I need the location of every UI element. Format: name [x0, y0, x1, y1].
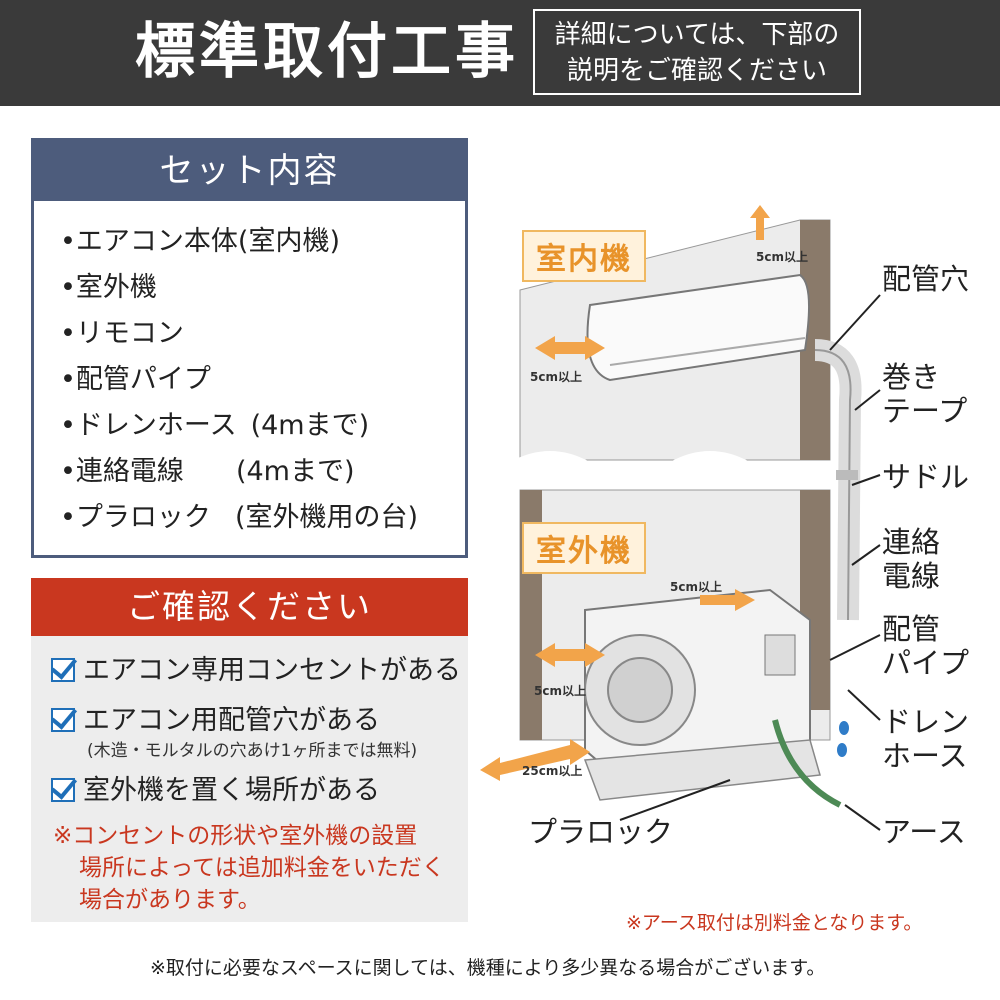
label-part: テープ [882, 394, 968, 428]
list-item-extra: (室外機用の台) [234, 502, 419, 533]
check-label: エアコン用配管穴がある [83, 705, 380, 736]
dim-outdoor-top-clearance: 5cm以上 [670, 580, 722, 594]
installation-diagram: 室内機 室外機 5cm以上 5cm以上 5cm以上 5cm以上 25cm以上 配… [470, 200, 1000, 900]
indoor-unit-badge: 室内機 [522, 230, 646, 282]
label-earth: アース [882, 815, 966, 849]
checkbox-checked-icon [50, 772, 78, 802]
check-label: エアコン専用コンセントがある [83, 655, 461, 686]
set-contents-panel: セット内容 •エアコン本体(室内機) •室外機 •リモコン •配管パイプ •ドレ… [31, 138, 468, 558]
label-part: ドレン [882, 705, 970, 739]
list-item: •連絡電線 (4mまで) [60, 449, 465, 495]
check-item-outdoor-place: 室外機を置く場所がある [50, 772, 380, 808]
header-note-line2: 説明をご確認ください [566, 56, 827, 86]
list-item-label: •プラロック [60, 502, 211, 533]
list-item-label: •エアコン本体(室内機) [60, 226, 340, 257]
confirm-panel: ご確認ください エアコン専用コンセントがある エアコン用配管穴がある (木造・モ… [31, 578, 468, 922]
label-pipe: 配管 パイプ [882, 612, 969, 680]
confirm-warning: ※コンセントの形状や室外機の設置 場所によっては追加料金をいただく 場合がありま… [53, 820, 463, 916]
dim-front-clearance: 25cm以上 [522, 764, 583, 778]
dim-top-clearance: 5cm以上 [756, 250, 808, 264]
list-item-label: •室外機 [60, 272, 157, 303]
checkbox-checked-icon [50, 702, 78, 732]
warning-line2: 場所によっては追加料金をいただく [79, 855, 445, 881]
label-part: パイプ [882, 646, 970, 680]
space-note: ※取付に必要なスペースに関しては、機種により多少異なる場合がございます。 [150, 957, 826, 979]
label-plarock: プラロック [528, 815, 674, 849]
label-part: 配管 [882, 612, 941, 646]
label-part: 巻き [882, 360, 941, 394]
label-part: ホース [882, 739, 968, 773]
set-contents-title: セット内容 [34, 141, 465, 201]
list-item: •配管パイプ [60, 357, 465, 403]
list-item-label: •ドレンホース [60, 410, 237, 441]
label-wrap-tape: 巻き テープ [882, 360, 967, 428]
dim-outdoor-side-clearance: 5cm以上 [534, 684, 586, 698]
check-sub-note: (木造・モルタルの穴あけ1ヶ所までは無料) [87, 741, 418, 761]
check-item-pipe-hole: エアコン用配管穴がある [50, 702, 380, 738]
checkbox-checked-icon [50, 652, 78, 682]
warning-line1: ※コンセントの形状や室外機の設置 [53, 823, 418, 849]
list-item: •プラロック (室外機用の台) [60, 495, 465, 541]
label-pipe-hole: 配管穴 [882, 262, 970, 296]
label-part: 電線 [882, 559, 941, 593]
label-part: 連絡 [882, 525, 941, 559]
list-item-label: •リモコン [60, 318, 184, 349]
outdoor-unit-badge: 室外機 [522, 522, 646, 574]
header-bar: 標準取付工事 詳細については、下部の 説明をご確認ください [0, 0, 1000, 106]
list-item-label: •連絡電線 [60, 456, 184, 487]
confirm-title: ご確認ください [31, 578, 468, 636]
set-contents-list: •エアコン本体(室内機) •室外機 •リモコン •配管パイプ •ドレンホース (4… [34, 201, 465, 541]
check-label: 室外機を置く場所がある [83, 775, 380, 806]
list-item: •室外機 [60, 265, 465, 311]
label-connect-wire: 連絡 電線 [882, 525, 940, 593]
list-item-extra: (4mまで) [250, 410, 370, 441]
header-note: 詳細については、下部の 説明をご確認ください [533, 9, 861, 95]
list-item-extra: (4mまで) [235, 456, 355, 487]
list-item: •エアコン本体(室内機) [60, 219, 465, 265]
installation-illustration [480, 205, 881, 831]
list-item: •ドレンホース (4mまで) [60, 403, 465, 449]
dim-indoor-side-clearance: 5cm以上 [530, 370, 582, 384]
earth-fee-note: ※アース取付は別料金となります。 [626, 912, 923, 934]
check-item-outlet: エアコン専用コンセントがある [50, 652, 461, 688]
label-saddle: サドル [882, 460, 970, 494]
page-title: 標準取付工事 [135, 17, 519, 87]
warning-line3: 場合があります。 [79, 887, 261, 913]
list-item: •リモコン [60, 311, 465, 357]
header-note-line1: 詳細については、下部の [554, 20, 840, 50]
label-drain-hose: ドレン ホース [882, 705, 969, 773]
list-item-label: •配管パイプ [60, 364, 211, 395]
